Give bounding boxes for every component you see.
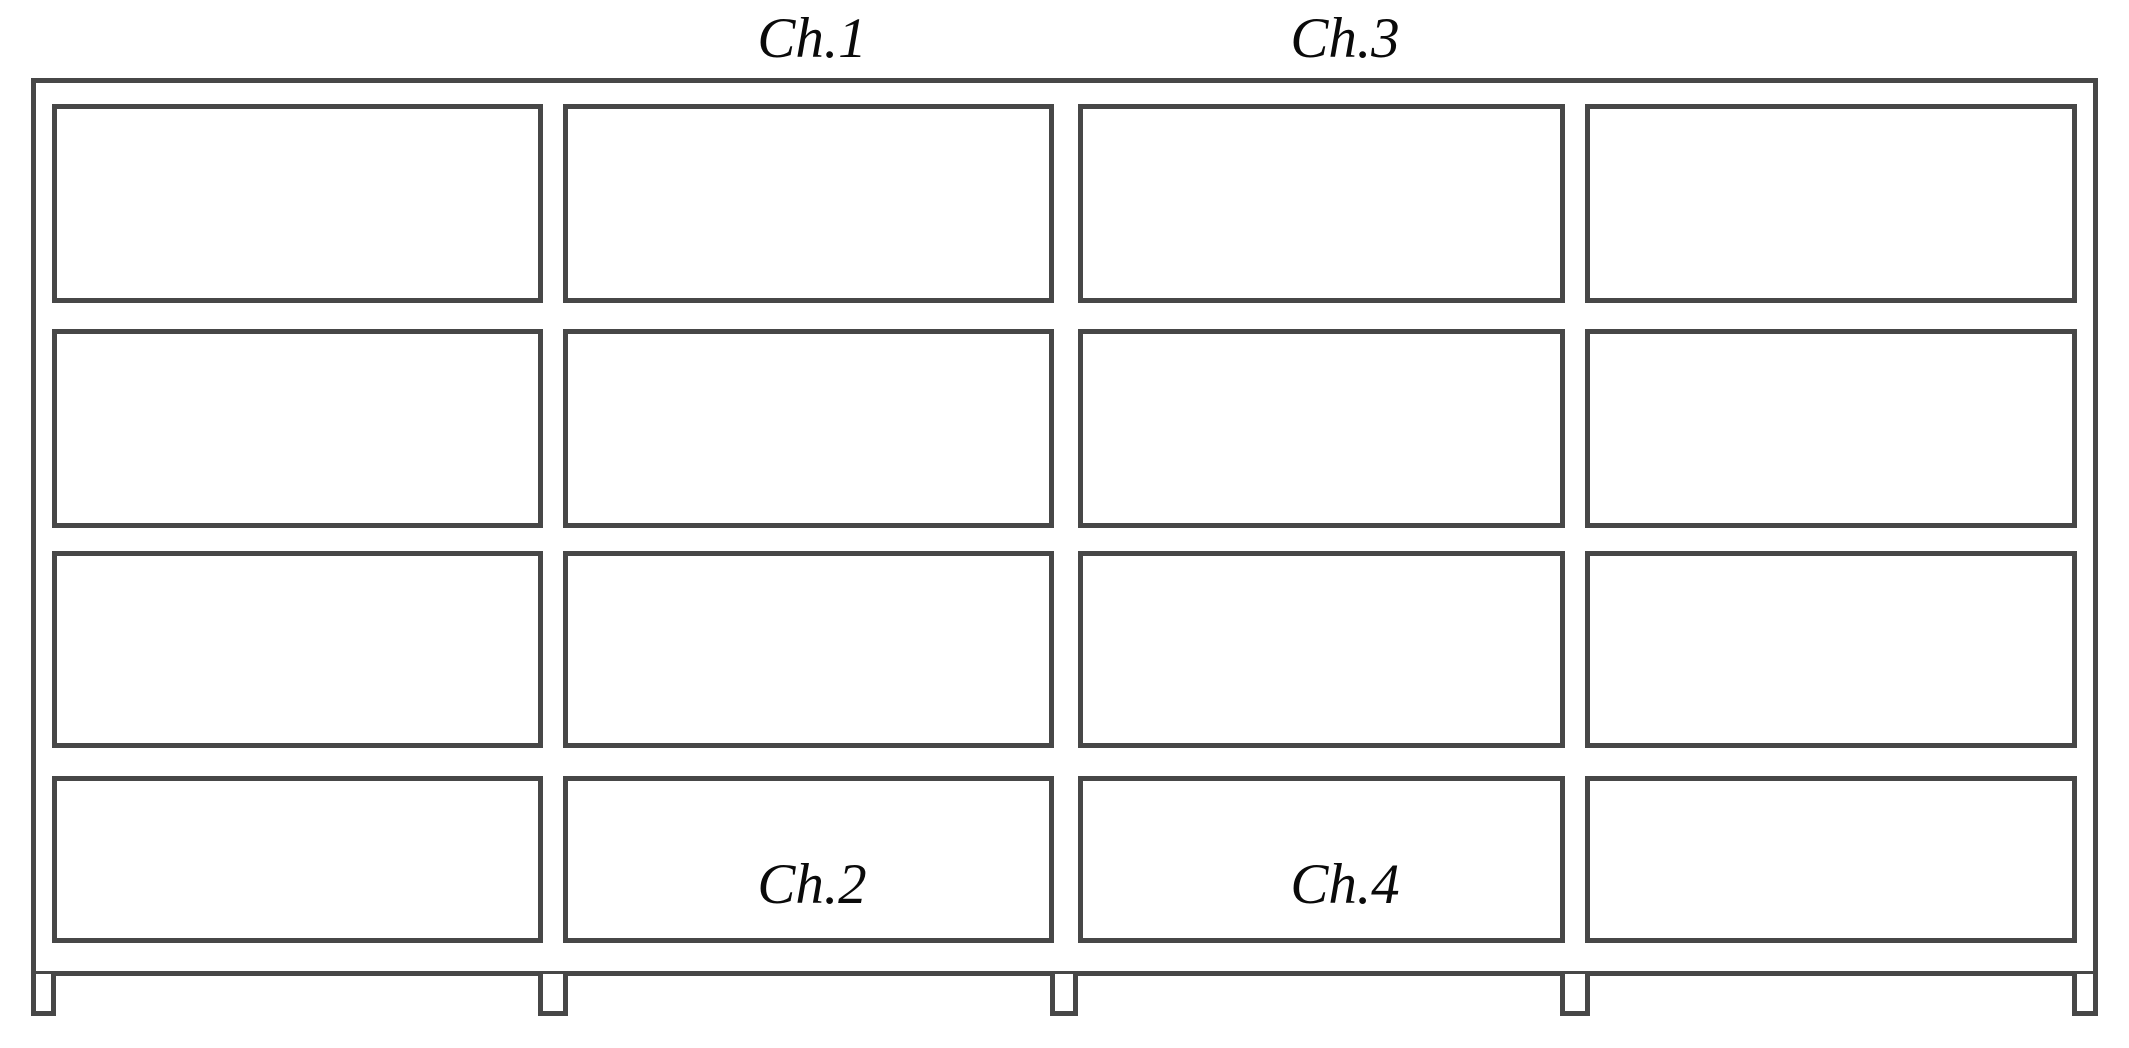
frame-panel-r1c4 <box>1585 104 2077 303</box>
frame-panel-r2c3 <box>1078 329 1565 528</box>
frame-panel-r3c3 <box>1078 551 1565 748</box>
frame-panel-r2c2 <box>563 329 1054 528</box>
frame-panel-r2c4 <box>1585 329 2077 528</box>
channel-2-label: Ch.2 <box>757 853 867 916</box>
frame-panel-r2c1 <box>52 329 543 528</box>
frame-panel-r3c1 <box>52 551 543 748</box>
column-foot-2 <box>538 974 568 1016</box>
frame-panel-r4c4 <box>1585 776 2077 943</box>
frame-panel-r4c2 <box>563 776 1054 943</box>
outer-frame <box>31 78 2098 976</box>
frame-panel-r1c1 <box>52 104 543 303</box>
frame-panel-r4c3 <box>1078 776 1565 943</box>
channel-1-label: Ch.1 <box>757 7 867 70</box>
frame-panel-r1c3 <box>1078 104 1565 303</box>
channel-3-label: Ch.3 <box>1290 7 1400 70</box>
frame-panel-r3c4 <box>1585 551 2077 748</box>
frame-panel-r4c1 <box>52 776 543 943</box>
channel-4-label: Ch.4 <box>1290 853 1400 916</box>
frame-panel-r3c2 <box>563 551 1054 748</box>
column-foot-4 <box>1560 974 1590 1016</box>
column-foot-3 <box>1050 974 1078 1016</box>
column-foot-left <box>31 974 56 1016</box>
frame-panel-r1c2 <box>563 104 1054 303</box>
column-foot-right <box>2072 974 2098 1016</box>
